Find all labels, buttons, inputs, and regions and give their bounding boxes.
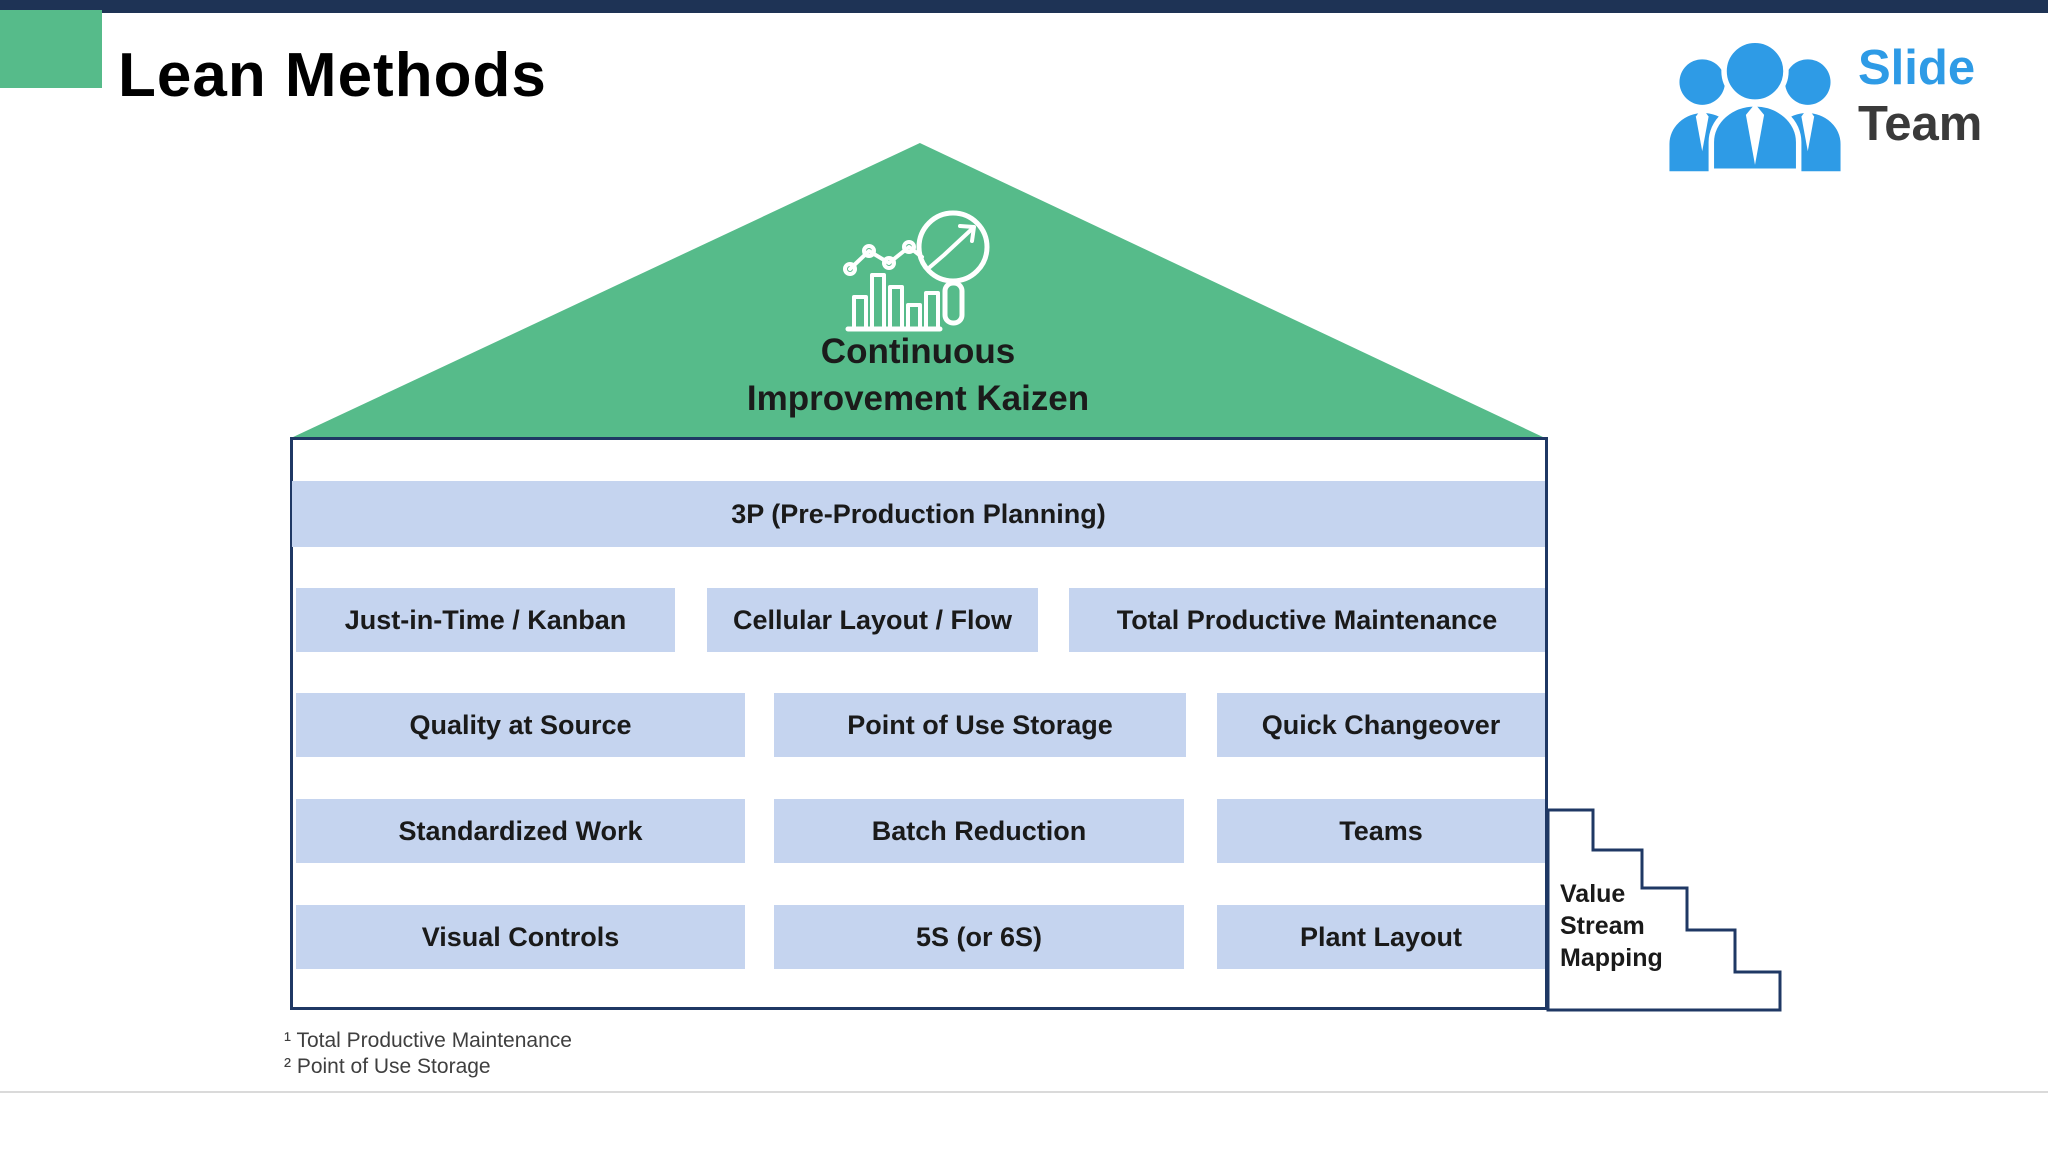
method-box-point-of-use-storage: Point of Use Storage bbox=[774, 693, 1186, 757]
slideteam-logo: Slide Team bbox=[1664, 34, 1982, 172]
stairs-label: Value Stream Mapping bbox=[1560, 880, 1663, 972]
people-icon bbox=[1669, 37, 1841, 172]
roof-label: Continuous Improvement Kaizen bbox=[291, 328, 1545, 422]
top-accent-bar bbox=[0, 0, 2048, 13]
method-box-3p: 3P (Pre-Production Planning) bbox=[292, 481, 1545, 547]
method-box-batch-reduction: Batch Reduction bbox=[774, 799, 1184, 863]
footnote-2: ² Point of Use Storage bbox=[284, 1055, 491, 1078]
roof-label-line1: Continuous bbox=[820, 332, 1016, 371]
method-box-standardized-work: Standardized Work bbox=[296, 799, 745, 863]
logo-word-team: Team bbox=[1858, 97, 1983, 151]
method-box-quality-at-source: Quality at Source bbox=[296, 693, 745, 757]
method-box-visual-controls: Visual Controls bbox=[296, 905, 745, 969]
analytics-magnifier-icon bbox=[843, 210, 990, 332]
method-box-quick-changeover: Quick Changeover bbox=[1217, 693, 1545, 757]
method-box-jit-kanban: Just-in-Time / Kanban bbox=[296, 588, 675, 652]
page-title: Lean Methods bbox=[118, 41, 547, 110]
method-box-teams: Teams bbox=[1217, 799, 1545, 863]
footnote-1: ¹ Total Productive Maintenance bbox=[284, 1029, 572, 1052]
bottom-divider-line bbox=[0, 1091, 2048, 1093]
method-box-tpm: Total Productive Maintenance bbox=[1069, 588, 1545, 652]
method-box-plant-layout: Plant Layout bbox=[1217, 905, 1545, 969]
stairs-shape bbox=[1546, 808, 1782, 1012]
title-accent-square bbox=[0, 10, 102, 88]
method-box-5s: 5S (or 6S) bbox=[774, 905, 1184, 969]
logo-wordmark: Slide Team bbox=[1858, 40, 1982, 152]
house-roof: Continuous Improvement Kaizen bbox=[291, 143, 1545, 438]
logo-word-slide: Slide bbox=[1858, 41, 1976, 95]
roof-label-line2: Improvement Kaizen bbox=[746, 379, 1090, 418]
method-box-cellular-layout: Cellular Layout / Flow bbox=[707, 588, 1038, 652]
